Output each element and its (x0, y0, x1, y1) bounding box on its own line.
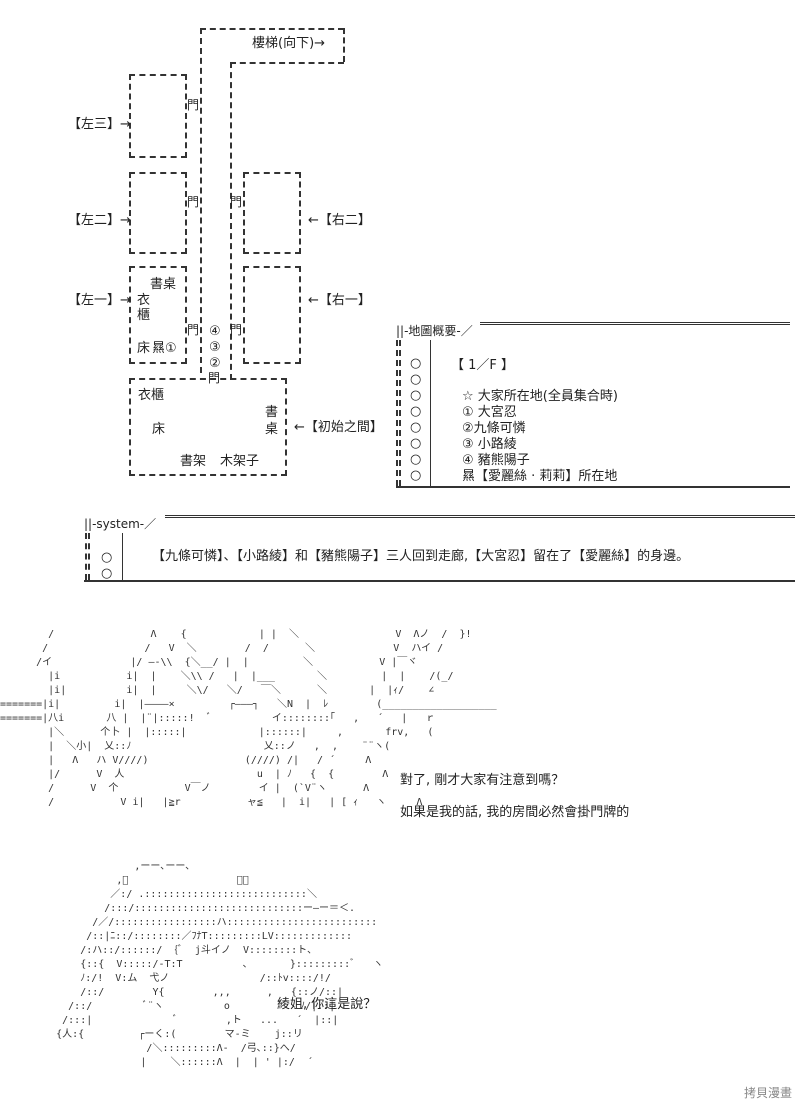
system-title: ||-system-／ (84, 517, 157, 531)
system-text: 【九條可憐】、【小路綾】和【豬熊陽子】三人回到走廊,【大宮忍】留在了【愛麗絲】的… (152, 549, 690, 564)
room-right2 (243, 172, 301, 254)
l1-wardrobe-2: 櫃 (137, 308, 151, 323)
legend-circle: ○ (410, 436, 422, 451)
legend-circle: ○ (410, 388, 422, 403)
marker-4: ④ (209, 324, 221, 339)
l1-desk: 書桌 (150, 277, 177, 292)
door-left3: 門 (187, 98, 200, 112)
legend-circle: ○ (410, 452, 422, 467)
system-divider (122, 533, 123, 580)
legend-circle: ○ (410, 404, 422, 419)
system-left-border (85, 533, 87, 580)
left3-label: 【左三】→ (68, 117, 131, 132)
legend-item: ②九條可憐 (462, 421, 526, 436)
marker-2: ② (209, 356, 221, 371)
room-right1 (243, 266, 301, 364)
room-start (129, 378, 287, 476)
legend-top-border (480, 322, 790, 325)
legend-item: ③ 小路綾 (462, 437, 517, 452)
legend-bottom-border (396, 486, 790, 488)
legend-circle: ○ (410, 468, 422, 483)
stairs-right-wall (343, 28, 345, 62)
start-bed: 床 (152, 422, 166, 437)
start-desk-1: 書 (265, 405, 279, 420)
system-circle: ○ (101, 566, 113, 581)
l1-bed: 床 (137, 341, 151, 356)
corridor-right-wall (230, 62, 232, 380)
system-top-border (165, 515, 795, 518)
room-left1 (129, 266, 187, 364)
start-wardrobe: 衣櫃 (138, 388, 165, 403)
legend-circle: ○ (410, 420, 422, 435)
legend-floor: 【 1／F 】 (451, 358, 515, 373)
system-bottom-border (84, 580, 795, 582)
door-left1: 門 (187, 323, 200, 337)
watermark: 拷貝漫畫 (743, 1086, 792, 1100)
legend-item: ① 大宮忍 (462, 405, 517, 420)
room-left2 (129, 172, 187, 254)
start-desk-2: 桌 (265, 422, 279, 437)
stairs-label: 樓梯(向下)→ (252, 36, 326, 51)
right2-label: ←【右二】 (308, 213, 371, 228)
left2-label: 【左二】→ (68, 213, 131, 228)
start-bookshelf: 書架 (180, 454, 207, 469)
legend-left-border (396, 340, 398, 486)
door-right2: 門 (230, 195, 243, 209)
room-left3 (129, 74, 187, 158)
system-left-border-2 (88, 533, 90, 580)
legend-item: ☆ 大家所在地(全員集合時) (462, 389, 618, 404)
legend-left-border-2 (399, 340, 401, 486)
start-room-label: ←【初始之間】 (294, 420, 383, 435)
door-right1: 門 (230, 323, 243, 337)
left1-label: 【左一】→ (68, 293, 131, 308)
legend-divider (430, 340, 431, 486)
corridor-left-wall (200, 28, 202, 373)
legend-item: 㬎【愛麗絲 · 莉莉】所在地 (462, 469, 618, 484)
corridor-inner-top (230, 62, 344, 64)
system-circle: ○ (101, 550, 113, 565)
corridor-top-wall (200, 28, 344, 30)
legend-item: ④ 豬熊陽子 (462, 453, 530, 468)
dialogue-line-3: 綾姐, 你這是說？ (277, 997, 377, 1012)
right1-label: ←【右一】 (308, 293, 371, 308)
character-art-2: ,ーー､ーー､ ,ﾞ ﾞ､ ／:/ .:::::::::::::::::::::… (56, 861, 384, 1068)
legend-title: ||-地圖概要-／ (396, 324, 473, 338)
legend-circle: ○ (410, 372, 422, 387)
start-woodshelf: 木架子 (220, 454, 260, 469)
l1-wardrobe-1: 衣 (137, 293, 151, 308)
door-left2: 門 (187, 195, 200, 209)
l1-person: 㬎① (152, 341, 177, 356)
door-start: 門 (208, 371, 221, 385)
dialogue-line-1: 對了, 剛才大家有注意到嗎？ (400, 773, 565, 788)
marker-3: ③ (209, 340, 221, 355)
character-art-1: / Λ { | | ＼ V Λノ / }! / / V ＼ / / ＼ V ハイ… (0, 629, 497, 808)
dialogue-line-2: 如果是我的話, 我的房間必然會掛門牌的 (400, 805, 630, 820)
legend-circle: ○ (410, 356, 422, 371)
